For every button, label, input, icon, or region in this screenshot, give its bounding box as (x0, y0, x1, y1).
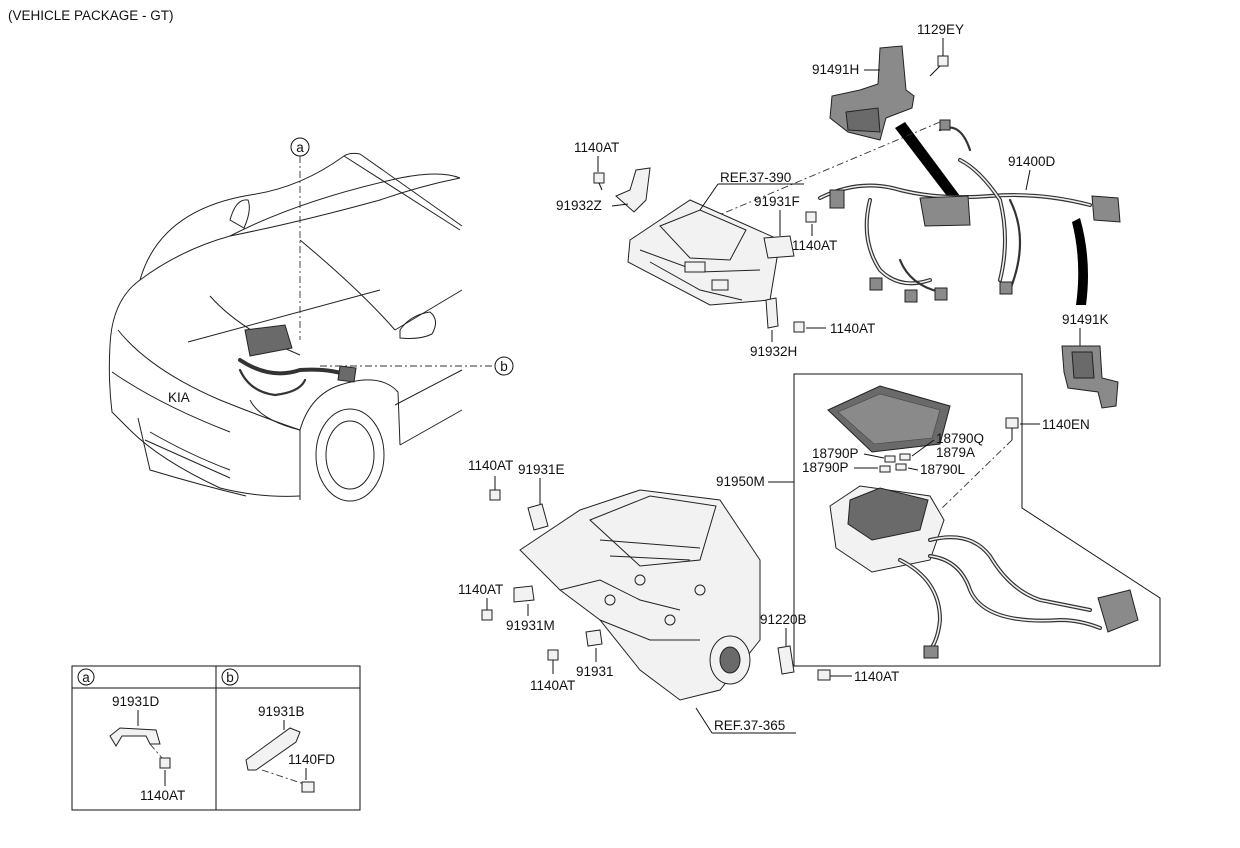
ref-37-365[interactable]: REF.37-365 (714, 718, 785, 733)
label-18790Q: 18790Q (936, 431, 984, 446)
bolt-1140AT-m[interactable] (481, 609, 493, 621)
bolt-1140AT-c[interactable] (817, 669, 831, 681)
legend-table (71, 665, 361, 811)
callout-b[interactable]: b (494, 356, 514, 376)
bolt-1129EY[interactable] (929, 55, 949, 77)
cover-91950M[interactable] (827, 385, 951, 453)
grommet-91491K[interactable] (1061, 345, 1119, 409)
bracket-91932Z[interactable] (615, 167, 651, 213)
callout-a[interactable]: a (290, 137, 310, 157)
bracket-91931F[interactable] (763, 235, 795, 259)
label-1140AT-c: 1140AT (854, 669, 899, 684)
car-logo: KIA (168, 390, 190, 405)
legend-bolt-1140AT[interactable] (159, 757, 171, 769)
label-18790P-2: 18790P (802, 460, 849, 475)
bolt-1140AT-e[interactable] (489, 489, 501, 501)
bracket-91932H[interactable] (765, 297, 779, 329)
label-18790L: 18790L (920, 462, 966, 477)
arrow-to-91491K (1072, 218, 1088, 305)
label-1879A: 1879A (936, 445, 975, 460)
harness-91400D[interactable] (818, 119, 1121, 303)
header-title: (VEHICLE PACKAGE - GT) (8, 8, 174, 23)
label-1140EN: 1140EN (1042, 417, 1090, 432)
bolt-1140AT-top[interactable] (593, 172, 605, 191)
svg-text:b: b (500, 359, 508, 374)
bolt-1140EN[interactable] (1005, 417, 1019, 440)
legend-a-part-label: 91931D (112, 694, 160, 709)
label-1129EY: 1129EY (917, 22, 964, 37)
label-1140AT-m: 1140AT (458, 582, 503, 597)
harness-leader (659, 121, 941, 241)
label-91931F: 91931F (754, 194, 800, 209)
bolt-1140AT-b[interactable] (547, 649, 559, 661)
legend-bracket-91931D[interactable] (109, 727, 161, 747)
label-91931: 91931 (576, 664, 614, 679)
label-91400D: 91400D (1008, 154, 1056, 169)
inverter-assembly[interactable] (627, 199, 781, 306)
label-1140AT-f: 1140AT (792, 238, 837, 253)
label-91931M: 91931M (506, 618, 555, 633)
ref-37-390[interactable]: REF.37-390 (720, 170, 791, 185)
label-1140AT-e: 1140AT (468, 458, 513, 473)
legend-b-bolt-label: 1140FD (288, 752, 335, 767)
motor-assembly[interactable] (519, 489, 761, 701)
label-1140AT-top: 1140AT (574, 140, 619, 155)
vehicle-illustration: KIA (108, 152, 463, 502)
bolt-1140EN-leader (939, 439, 1013, 511)
label-91220B: 91220B (760, 612, 807, 627)
legend-callout-a: a (77, 668, 95, 686)
label-91932H: 91932H (750, 344, 797, 359)
junction-box-91950M[interactable] (829, 485, 1139, 659)
legend-callout-b: b (221, 668, 239, 686)
label-91491H: 91491H (812, 62, 859, 77)
bolt-1140AT-h[interactable] (793, 321, 805, 333)
label-18790P-1: 18790P (812, 446, 859, 461)
bracket-91931M[interactable] (513, 585, 535, 603)
box-91950M (793, 373, 1161, 667)
legend-b-part-label: 91931B (258, 704, 305, 719)
bolt-1140AT-f[interactable] (805, 211, 817, 223)
svg-text:a: a (82, 670, 90, 685)
bracket-91931[interactable] (585, 629, 603, 647)
label-91932Z: 91932Z (556, 198, 602, 213)
label-91931E: 91931E (518, 462, 565, 477)
legend-a-bolt-label: 1140AT (140, 788, 185, 803)
arrow-to-harness (895, 122, 960, 200)
svg-text:b: b (226, 670, 234, 685)
clips-18790[interactable] (879, 453, 911, 473)
label-1140AT-b: 1140AT (530, 678, 575, 693)
legend-bracket-91931B[interactable] (245, 727, 301, 771)
label-91950M: 91950M (716, 474, 765, 489)
svg-text:a: a (296, 140, 304, 155)
label-1140AT-h: 1140AT (830, 321, 875, 336)
legend-bolt-1140FD[interactable] (301, 781, 315, 793)
bracket-91491H[interactable] (829, 45, 915, 141)
bracket-91220B[interactable] (777, 645, 795, 675)
label-91491K: 91491K (1062, 312, 1109, 327)
bracket-91931E[interactable] (527, 503, 549, 531)
